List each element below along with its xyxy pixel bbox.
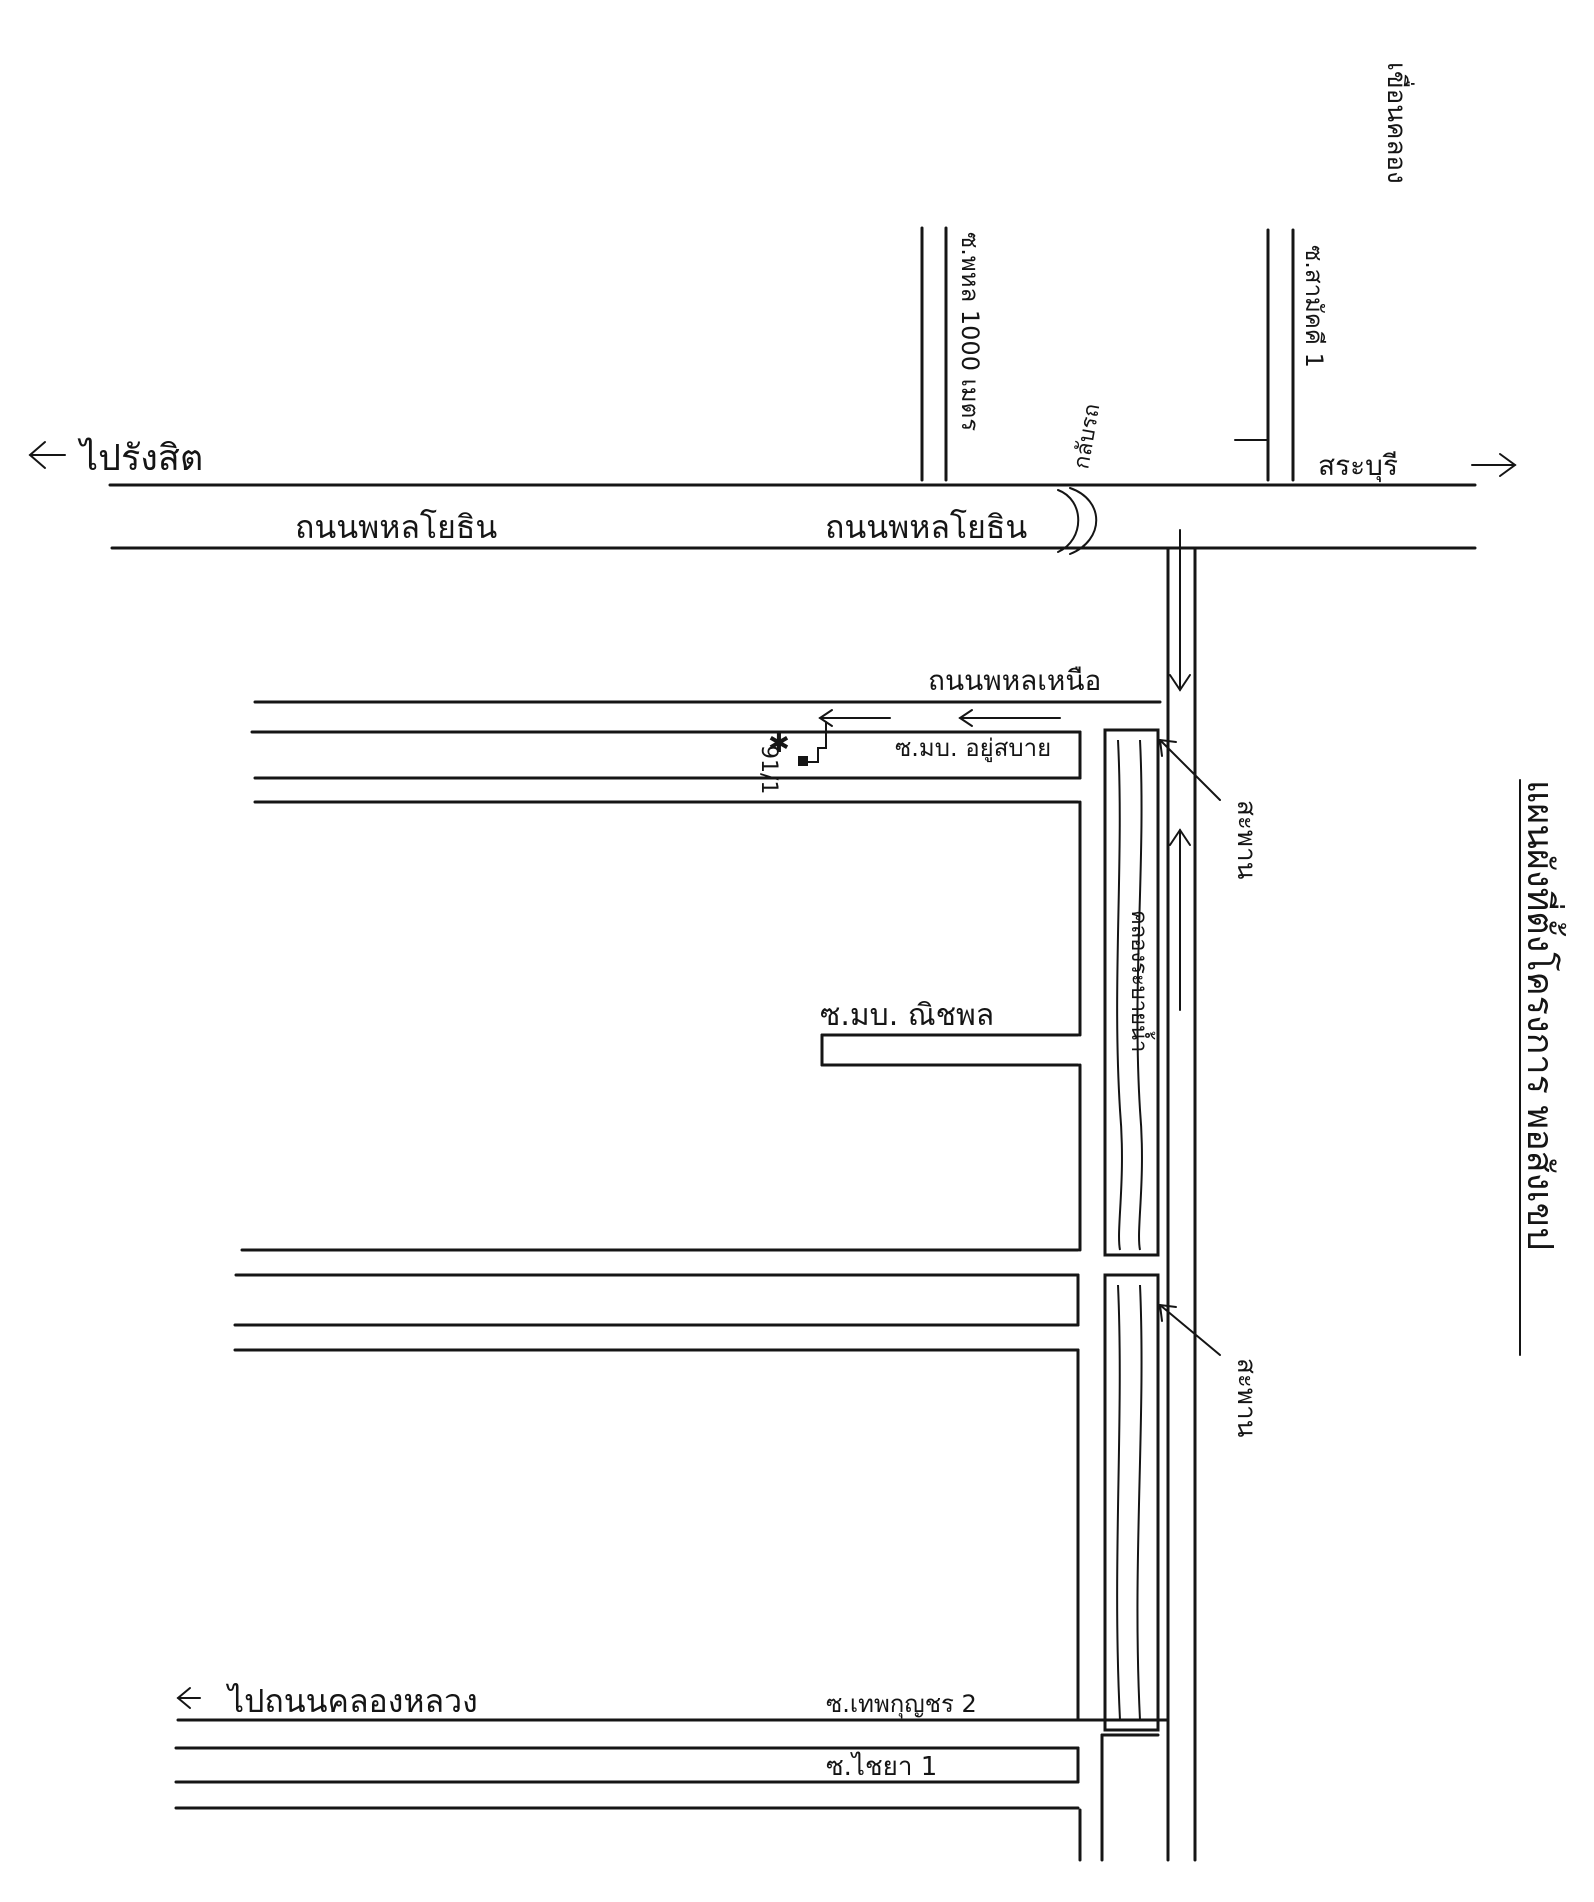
arrow-left-icon [28, 441, 66, 469]
main-entry-road [1166, 546, 1197, 1862]
arrow-right-icon [1471, 453, 1517, 477]
soi-samakkhi-road [1266, 228, 1295, 482]
highway-road [108, 483, 1477, 550]
bridge-2-pointer [1158, 1303, 1221, 1356]
label-to-rangsit: ไปรังสิต [77, 437, 203, 479]
label-canal: คลองระบายน้ำ [1126, 910, 1155, 1052]
middle-side-road [233, 1248, 1080, 1352]
label-to-saraburi: สระบุรี [1318, 449, 1398, 483]
label-soi-1000: ซ.พหล 1000 เมตร [956, 232, 984, 431]
svg-text:✱: ✱ [768, 729, 790, 759]
label-u-turn: กลับรถ [1069, 402, 1105, 471]
label-soi-thep: ซ.เทพกุญชร 2 [826, 1690, 977, 1719]
label-house-number: 91/1 [756, 745, 781, 794]
arrow-down-icon [1169, 529, 1191, 692]
route-arrows [818, 709, 1061, 727]
label-road-entry: ถนนพหลเหนือ [928, 664, 1101, 697]
soi-nichapol-road [820, 1033, 1080, 1067]
label-top-right-note: เขื่อนคลอง [1381, 62, 1415, 184]
u-turn-marker [1057, 487, 1098, 555]
label-highway-east: ถนนพหลโยธิน [825, 508, 1027, 546]
inner-vertical-road [1076, 800, 1104, 1862]
label-soi-chaiya: ซ.ไชยา 1 [826, 1751, 937, 1782]
soi-1000-road [920, 226, 948, 482]
label-soi-right: ซ.สามัคคี 1 [1300, 245, 1328, 368]
destination-house: ✱ [768, 721, 827, 766]
label-soi-yu-sabai: ซ.มบ. อยู่สบาย [895, 734, 1051, 763]
label-to-khlong-luang: ไปถนนคลองหลวง [225, 1682, 478, 1720]
canal-strip [1103, 728, 1160, 1732]
label-highway-west: ถนนพหลโยธิน [295, 508, 497, 546]
label-side-title: แผนผังที่ตั้งโครงการ พอสังเขป [1519, 780, 1567, 1250]
label-soi-nichapol: ซ.มบ. ณิชพล [820, 998, 994, 1033]
arrow-up-icon [1169, 828, 1191, 1011]
soi-yu-sabai-road [250, 700, 1162, 804]
label-bridge-1: สะพาน [1231, 800, 1261, 880]
arrow-left-icon [176, 1687, 201, 1709]
bottom-side-roads [174, 1718, 1170, 1810]
bridge-1-pointer [1158, 738, 1221, 801]
label-bridge-2: สะพาน [1231, 1358, 1261, 1438]
